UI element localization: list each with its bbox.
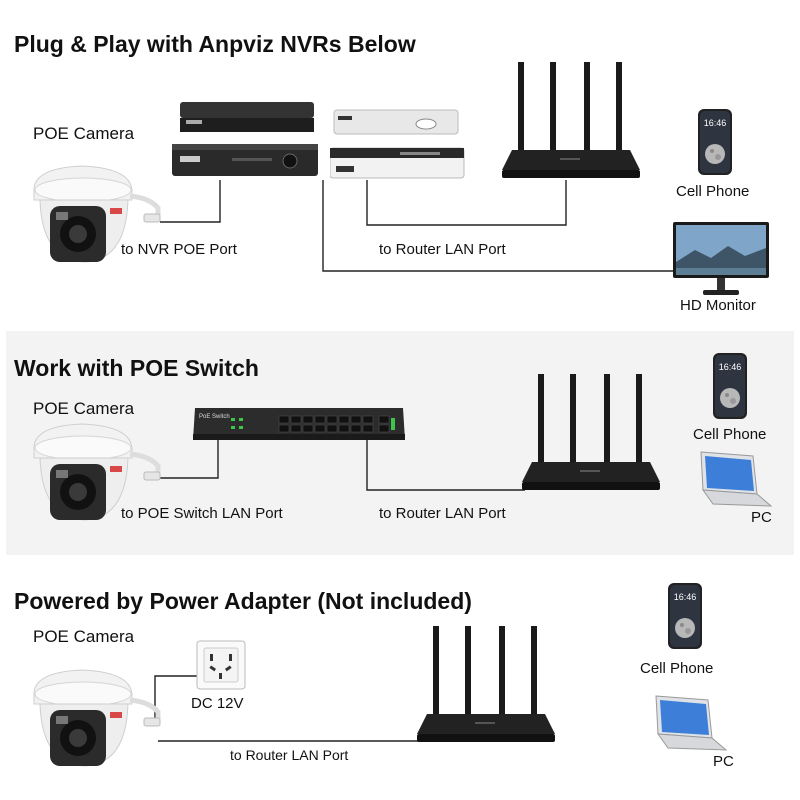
pc-label: PC — [713, 753, 734, 770]
camera-icon — [33, 165, 161, 263]
phone-label: Cell Phone — [693, 426, 767, 443]
wire-nvr-to-router — [366, 180, 567, 226]
phone-label: Cell Phone — [640, 660, 714, 677]
camera-icon — [33, 423, 161, 521]
monitor-icon — [673, 222, 769, 295]
phone-clock: 16:46 — [674, 592, 697, 602]
section-2-background — [6, 331, 794, 555]
phone-clock: 16:46 — [704, 118, 727, 128]
switch-icon: PoE Switch — [193, 408, 405, 440]
phone-icon: 16:46 — [668, 583, 702, 649]
monitor-label: HD Monitor — [680, 297, 756, 314]
phone-clock: 16:46 — [719, 362, 742, 372]
switch-label: PoE Switch — [199, 414, 230, 420]
wire-nvr-to-monitor — [322, 180, 675, 272]
wire-camera-to-nvr — [160, 180, 221, 223]
port-label: to Router LAN Port — [379, 241, 506, 258]
port-label: to Router LAN Port — [230, 747, 349, 763]
camera-label: POE Camera — [33, 399, 135, 418]
laptop-icon — [700, 451, 773, 507]
wire-switch-to-router — [366, 440, 525, 491]
camera-icon — [33, 669, 161, 767]
power-label: DC 12V — [191, 695, 244, 712]
camera-label: POE Camera — [33, 124, 135, 143]
wire-camera-to-switch — [160, 440, 219, 479]
pc-label: PC — [751, 509, 772, 526]
nvr-icon — [172, 102, 318, 176]
port-label: to POE Switch LAN Port — [121, 505, 283, 522]
section-2-title: Work with POE Switch — [14, 355, 259, 381]
outlet-icon — [196, 640, 246, 690]
router-icon — [502, 62, 640, 178]
section-3-title: Powered by Power Adapter (Not included) — [14, 588, 472, 614]
laptop-icon — [655, 695, 728, 751]
camera-label: POE Camera — [33, 627, 135, 646]
router-icon — [522, 374, 660, 490]
phone-label: Cell Phone — [676, 183, 750, 200]
nvr-icon — [330, 109, 465, 179]
port-label: to NVR POE Port — [121, 241, 237, 258]
phone-icon: 16:46 — [698, 109, 732, 175]
port-label: to Router LAN Port — [379, 505, 506, 522]
router-icon — [417, 626, 555, 742]
phone-icon: 16:46 — [713, 353, 747, 419]
wire-camera-to-adapter — [154, 675, 198, 720]
section-1-title: Plug & Play with Anpviz NVRs Below — [14, 31, 416, 57]
